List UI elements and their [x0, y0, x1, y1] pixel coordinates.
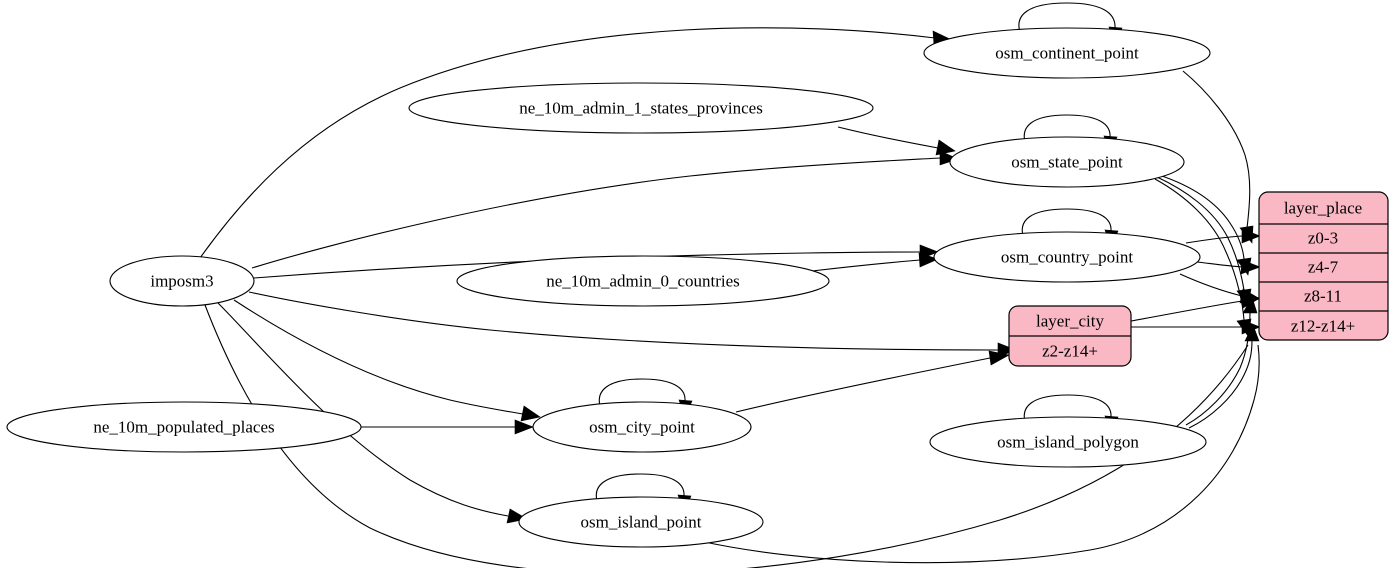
- edge-imposm3-to-osm_city_point: [233, 299, 541, 422]
- nodes-layer: imposm3 ne_10m_admin_1_states_provinces …: [6, 27, 1211, 548]
- edge-ne_populated_places-to-osm_city_point: [361, 419, 534, 435]
- node-osm_island_point[interactable]: osm_island_point: [518, 496, 764, 548]
- record-node-layer_city[interactable]: layer_city z2-z14+: [1008, 305, 1132, 367]
- node-ne_10m_admin_0_countries[interactable]: ne_10m_admin_0_countries: [456, 255, 830, 307]
- edge-osm_continent_point-to-layer_place-z0-3: [1182, 70, 1254, 244]
- node-osm_continent_point[interactable]: osm_continent_point: [923, 27, 1211, 79]
- edge-imposm3-to-osm_continent_point: [199, 27, 953, 259]
- record-node-layer_place[interactable]: layer_place z0-3 z4-7 z8-11 z12-z14+: [1258, 191, 1389, 341]
- edge-osm_island_polygon-to-layer_place-z8-11: [1185, 296, 1258, 426]
- node-osm_island_polygon[interactable]: osm_island_polygon: [929, 416, 1207, 468]
- node-osm_country_point[interactable]: osm_country_point: [933, 231, 1201, 283]
- edge-osm_country_point-to-layer_place-z4-7: [1196, 259, 1261, 275]
- node-ne_10m_populated_places[interactable]: ne_10m_populated_places: [6, 401, 362, 453]
- node-osm_state_point[interactable]: osm_state_point: [949, 136, 1185, 188]
- edge-osm_country_point-to-layer_place-z0-3: [1185, 228, 1261, 244]
- node-ne_10m_admin_1_states_provinces[interactable]: ne_10m_admin_1_states_provinces: [408, 82, 874, 134]
- node-imposm3[interactable]: imposm3: [109, 255, 255, 307]
- node-osm_city_point[interactable]: osm_city_point: [532, 401, 752, 453]
- edge-osm_city_point-to-layer_city: [735, 350, 1010, 413]
- edge-ne_admin_1-to-osm_state_point: [837, 126, 956, 156]
- edge-imposm3-to-osm_state_point: [251, 150, 959, 269]
- edge-osm_island_polygon-to-layer_place-z12-z14: [1188, 324, 1260, 429]
- edge-ne_admin_0-to-osm_country_point: [811, 252, 939, 272]
- edge-osm_island_point-to-layer_place-z12-z14: [699, 344, 1260, 564]
